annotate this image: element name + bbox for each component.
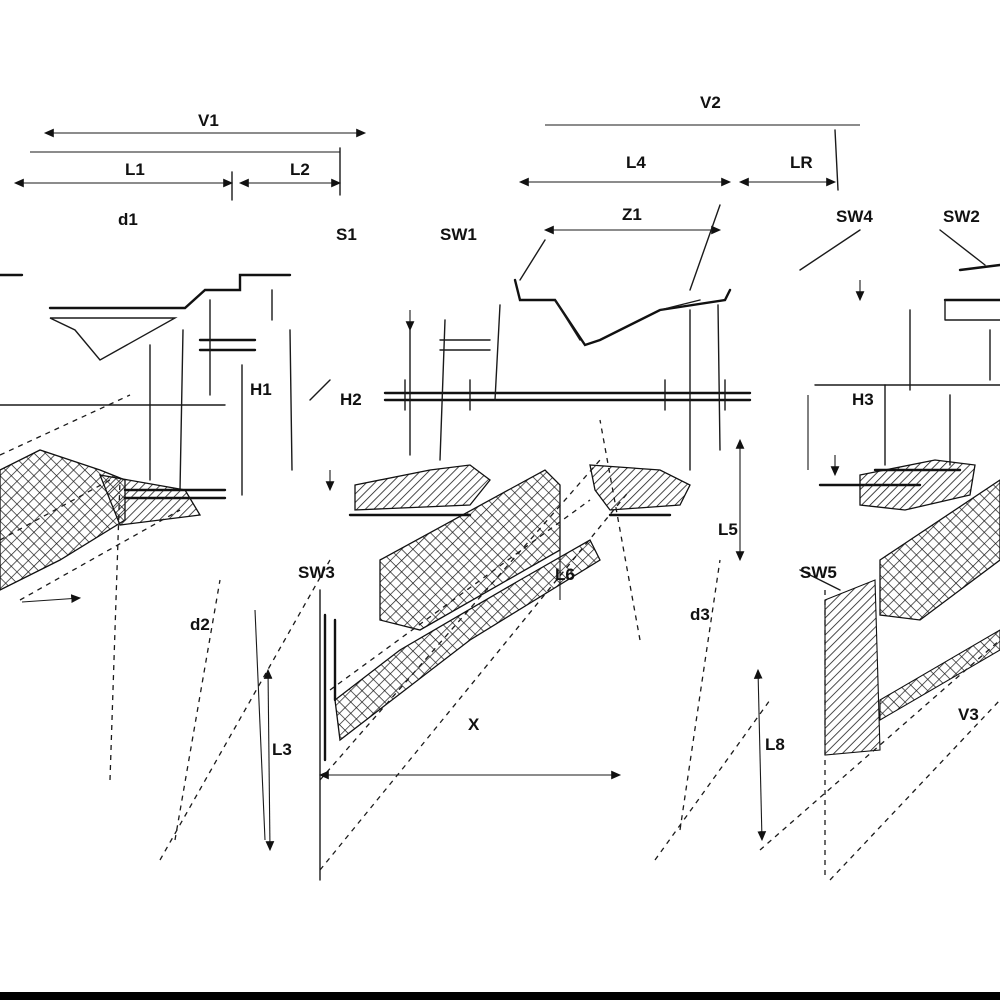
label-d3: d3 — [690, 605, 710, 624]
pipe-end-lines — [323, 613, 337, 762]
dim-l3-ext — [254, 609, 266, 841]
label-v1: V1 — [198, 111, 219, 130]
projection-line — [0, 394, 131, 456]
projection-line — [0, 479, 111, 541]
label-v3: V3 — [958, 705, 979, 724]
dim-l3-line — [263, 668, 275, 852]
shoulder-lines — [198, 338, 257, 352]
projection-line — [319, 489, 631, 871]
label-sw4: SW4 — [836, 207, 873, 226]
shoulder-lines — [439, 339, 491, 351]
pipe-wall-hatch — [879, 629, 1000, 721]
body-outline — [513, 278, 732, 347]
ext-line — [519, 239, 546, 281]
label-h1: H1 — [250, 380, 272, 399]
ferrule-hatch-right — [589, 464, 691, 511]
label-l6: L6 — [555, 565, 575, 584]
projection-line — [174, 579, 221, 841]
ext-line — [689, 204, 721, 291]
projection-line — [679, 559, 721, 831]
nut-outline — [944, 299, 1000, 321]
leader-sw5 — [799, 569, 841, 591]
label-l1: L1 — [125, 160, 145, 179]
label-s1: S1 — [336, 225, 357, 244]
ferrule-hatch — [859, 459, 976, 511]
label-z1: Z1 — [622, 205, 642, 224]
bore-line — [289, 329, 293, 471]
pipe-section-hatch — [879, 479, 1000, 621]
pipe-wall-hatch — [334, 539, 601, 742]
ext-line — [834, 129, 839, 191]
label-l5: L5 — [718, 520, 738, 539]
projection-line — [319, 459, 601, 781]
label-d1: d1 — [118, 210, 138, 229]
ferrule-hatch-left — [354, 464, 491, 511]
label-l3: L3 — [272, 740, 292, 759]
left-fitting — [0, 128, 367, 861]
body-detail — [554, 299, 701, 341]
label-sw1: SW1 — [440, 225, 477, 244]
label-x: X — [468, 715, 480, 734]
label-sw3: SW3 — [298, 563, 335, 582]
label-l8: L8 — [765, 735, 785, 754]
leader-sw2 — [939, 229, 986, 266]
label-l2: L2 — [290, 160, 310, 179]
dim-d1-line — [21, 594, 82, 603]
label-h2: H2 — [340, 390, 362, 409]
bore-line — [494, 304, 501, 401]
label-d2: d2 — [190, 615, 210, 634]
label-lr: LR — [790, 153, 813, 172]
middle-fitting — [318, 124, 860, 881]
nut-outline — [0, 273, 292, 310]
projection-line — [759, 639, 1000, 851]
bore-line — [439, 319, 446, 461]
cone-outline — [49, 317, 178, 361]
projection-line — [599, 419, 641, 641]
leader — [309, 379, 331, 401]
pipe-section-hatch — [0, 449, 126, 591]
projection-line — [329, 499, 591, 691]
label-sw5: SW5 — [800, 563, 837, 582]
projection-line — [109, 479, 121, 781]
pipe-end-hatch — [824, 579, 881, 756]
nut-outline — [943, 263, 1000, 302]
label-v2: V2 — [700, 93, 721, 112]
projection-line — [654, 699, 771, 861]
bore-line — [717, 304, 721, 451]
ferrule-hatch — [98, 474, 202, 526]
right-fitting — [753, 229, 1000, 881]
dim-l8-line — [753, 668, 767, 842]
projection-line — [829, 699, 1000, 881]
label-sw2: SW2 — [943, 207, 980, 226]
bore-line — [179, 329, 184, 491]
bottom-border-bar — [0, 992, 1000, 1000]
projection-line — [159, 559, 331, 861]
projection-line — [19, 509, 181, 601]
label-h3: H3 — [852, 390, 874, 409]
leader-sw4 — [799, 229, 861, 271]
dimension-labels: V1 L1 L2 d1 S1 H1 L3 V2 L4 LR Z1 SW1 SW4… — [118, 93, 980, 759]
label-l4: L4 — [626, 153, 646, 172]
